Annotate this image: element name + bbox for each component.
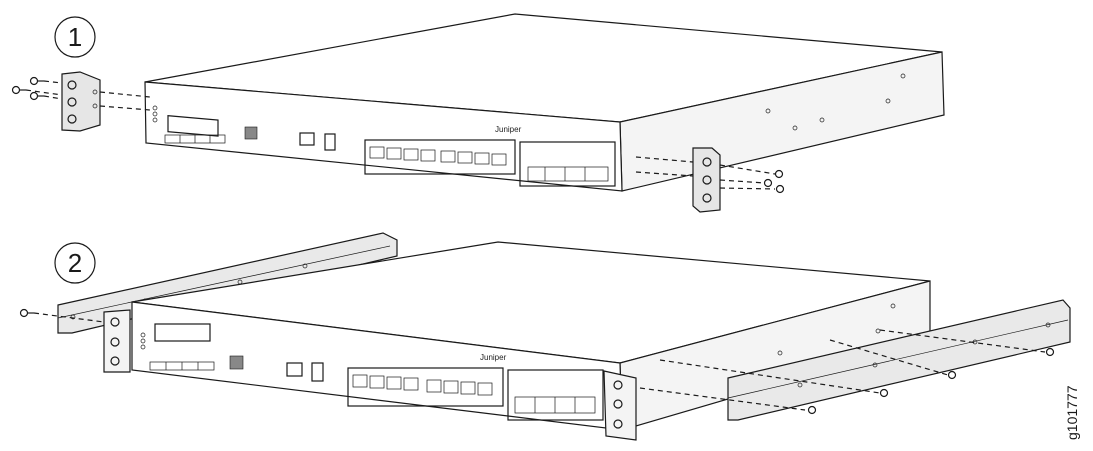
led-indicators-2 (140, 332, 146, 350)
lcd-display-1 (167, 115, 219, 137)
screw-left-2 (19, 308, 105, 323)
screw-icon (29, 76, 44, 86)
expansion-module-1 (519, 141, 616, 187)
screw-icon (29, 91, 44, 101)
lcd-display-2 (154, 323, 211, 342)
brand-logo-2: Juniper (480, 353, 507, 362)
step-1-badge: 1 (54, 16, 96, 58)
screw-icon (807, 405, 817, 415)
step-2-number: 2 (68, 248, 82, 278)
nav-buttons-2 (149, 361, 215, 371)
screw-icon (947, 370, 957, 380)
screw-icon (763, 178, 773, 188)
nav-buttons-1 (164, 134, 226, 144)
screws-left-1 (11, 76, 151, 111)
brand-logo-1: Juniper (495, 125, 522, 134)
mount-bracket-left-1 (61, 71, 101, 132)
screw-icon (19, 308, 34, 318)
usb-ports-2 (311, 362, 324, 382)
led-indicators-1 (152, 105, 158, 123)
usb-ports-1 (324, 133, 336, 151)
screw-icon (1045, 347, 1055, 357)
figure-id: g101777 (1064, 385, 1080, 440)
expansion-module-2 (507, 369, 604, 421)
screws-right-1 (635, 156, 785, 194)
screw-icon (879, 388, 889, 398)
ethernet-ports-2 (347, 367, 504, 407)
screw-icon (11, 85, 26, 95)
screw-icon (774, 169, 784, 179)
console-port-1 (299, 132, 315, 146)
ethernet-ports-1 (364, 139, 516, 175)
qr-code-1 (244, 126, 258, 140)
step-2-badge: 2 (54, 242, 96, 284)
rail-right-2 (727, 299, 1071, 421)
chassis-2: Juniper (103, 241, 931, 441)
mount-bracket-right-1 (692, 147, 721, 213)
chassis-1: Juniper (144, 13, 945, 192)
screw-icon (775, 184, 785, 194)
step-2: 2 (19, 232, 1071, 441)
step-1-number: 1 (68, 22, 82, 52)
qr-code-2 (229, 355, 244, 370)
step-1: 1 (11, 13, 945, 213)
screws-right-2 (639, 329, 1055, 415)
console-port-2 (286, 362, 303, 377)
